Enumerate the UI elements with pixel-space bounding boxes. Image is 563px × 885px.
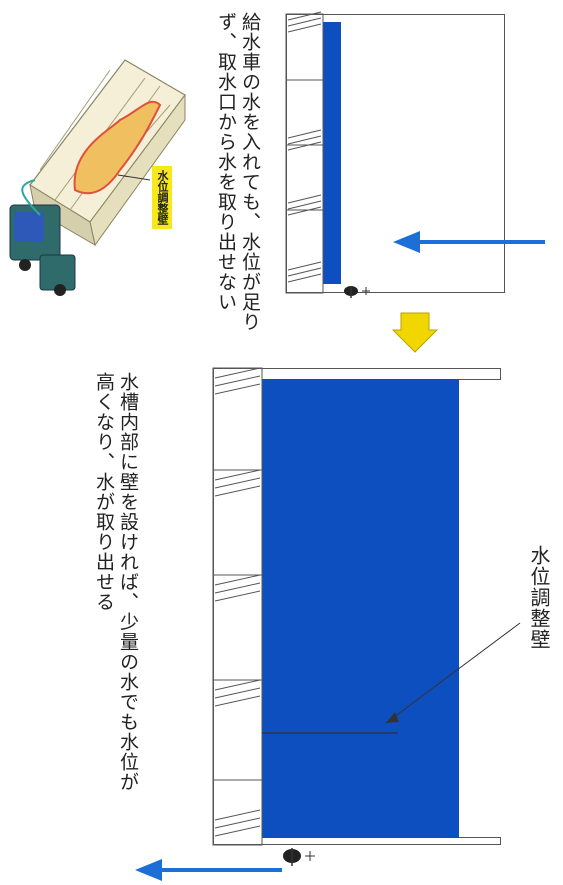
illustration-label: 水位調整壁 bbox=[152, 166, 172, 229]
bottom-outflow-arrow-icon bbox=[135, 859, 282, 881]
bottom-tank-wall-strip bbox=[459, 379, 501, 838]
bottom-tank-panels bbox=[212, 367, 263, 846]
top-inflow-arrow-icon bbox=[393, 231, 545, 253]
top-caption: 給水車の水を入れても、水位が足りず、取水口から水を取り出せない bbox=[215, 12, 261, 332]
bottom-valve-icon bbox=[283, 848, 315, 866]
top-tank-right-wall bbox=[497, 14, 505, 293]
top-tank-water bbox=[323, 22, 341, 284]
tank-illustration-image bbox=[9, 59, 186, 296]
top-tank-outline bbox=[286, 14, 504, 293]
wall-label: 水位調整壁 bbox=[527, 545, 551, 650]
top-tank-panels bbox=[285, 11, 324, 294]
transition-arrow-icon bbox=[391, 312, 439, 353]
bottom-tank-water bbox=[262, 379, 459, 838]
top-valve-icon bbox=[344, 286, 370, 298]
wall-indicator-line bbox=[262, 622, 521, 734]
bottom-caption: 水槽内部に壁を設ければ、少量の水でも水位が高くなり、水が取り出せる bbox=[93, 372, 139, 792]
